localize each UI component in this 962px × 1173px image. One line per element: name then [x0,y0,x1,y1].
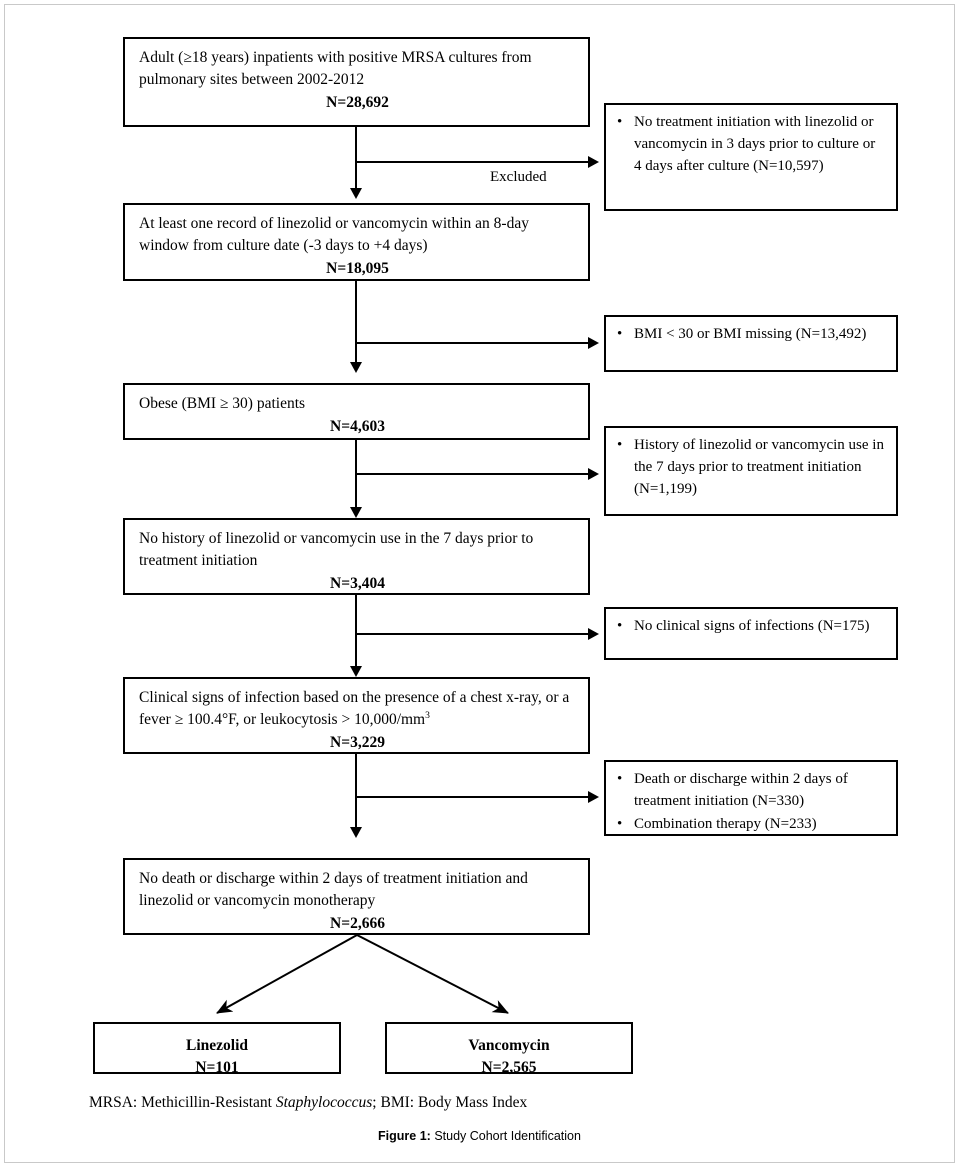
list-item: • Death or discharge within 2 days of tre… [614,769,886,813]
exclusion-item-text: No clinical signs of infections (N=175) [634,618,870,634]
connector-exclusion-1-arrow [588,156,599,168]
connector-step2-step3-line [355,281,357,365]
terminal-vancomycin-count: N=2,565 [481,1059,537,1076]
flow-box-step-4-text: No history of linezolid or vancomycin us… [139,530,534,569]
connector-exclusion-3-line [355,473,589,475]
list-item: • Combination therapy (N=233) [614,814,886,836]
footnote-italic-term: Staphylococcus [275,1094,373,1111]
connector-step1-step2-line [355,127,357,191]
connector-exclusion-4-line [355,633,589,635]
connector-step1-step2-arrow [350,188,362,199]
flow-box-step-3-count: N=4,603 [330,418,385,435]
exclusion-item-text: BMI < 30 or BMI missing (N=13,492) [634,326,867,342]
connector-step5-step6-arrow [350,827,362,838]
bullet-icon: • [617,815,623,832]
list-item: • No clinical signs of infections (N=175) [614,616,886,638]
figure-footnote: MRSA: Methicillin-Resistant Staphylococc… [89,1094,527,1112]
bullet-icon: • [617,326,623,342]
flow-box-step-3-text: Obese (BMI ≥ 30) patients [139,395,306,412]
exclusion-box-3: • History of linezolid or vancomycin use … [604,426,898,516]
footnote-prefix: MRSA: Methicillin-Resistant [89,1094,276,1111]
exclusion-box-1: • No treatment initiation with linezolid … [604,103,898,211]
connector-exclusion-4-arrow [588,628,599,640]
exclusion-item-text: History of linezolid or vancomycin use i… [634,437,884,497]
connector-step4-step5-arrow [350,666,362,677]
flow-box-step-1-text: Adult (≥18 years) inpatients with positi… [139,49,532,88]
figure-caption: Figure 1: Study Cohort Identification [5,1129,954,1143]
branch-line-right [356,934,509,1014]
flow-box-step-6-text: No death or discharge within 2 days of t… [139,870,528,909]
list-item: • No treatment initiation with linezolid … [614,112,886,177]
terminal-box-vancomycin: Vancomycin N=2,565 [385,1022,633,1076]
flow-box-step-1-count: N=28,692 [326,94,389,111]
connector-exclusion-3-arrow [588,468,599,480]
flow-box-step-2-text: At least one record of linezolid or vanc… [139,215,529,254]
exclusion-box-1-list: • No treatment initiation with linezolid … [614,112,886,177]
terminal-linezolid-label: Linezolid [185,1037,248,1054]
connector-step3-step4-line [355,440,357,510]
flow-box-step-5-count: N=3,229 [330,734,385,751]
list-item: • BMI < 30 or BMI missing (N=13,492) [614,324,886,346]
superscript-3: 3 [425,709,430,721]
exclusion-box-2-list: • BMI < 30 or BMI missing (N=13,492) [614,324,886,346]
figure-page: Adult (≥18 years) inpatients with positi… [4,4,955,1163]
exclusion-box-4: • No clinical signs of infections (N=175) [604,607,898,660]
exclusion-box-5-list: • Death or discharge within 2 days of tre… [614,769,886,835]
flow-box-step-5-text-main: Clinical signs of infection based on the… [139,689,570,728]
connector-step3-step4-arrow [350,507,362,518]
connector-exclusion-5-line [355,796,589,798]
flow-box-step-2-count: N=18,095 [326,260,389,277]
flow-box-step-5-text: Clinical signs of infection based on the… [139,687,576,731]
terminal-branch-connectors [216,934,509,1014]
exclusion-box-4-list: • No clinical signs of infections (N=175) [614,616,886,638]
exclusion-box-2: • BMI < 30 or BMI missing (N=13,492) [604,315,898,372]
terminal-linezolid-count: N=101 [195,1059,239,1076]
flow-box-step-3: Obese (BMI ≥ 30) patients N=4,603 [123,383,590,440]
terminal-box-linezolid: Linezolid N=101 [93,1022,341,1076]
connector-exclusion-5-arrow [588,791,599,803]
branch-line-left [216,934,358,1014]
flow-box-step-4-count: N=3,404 [330,575,385,592]
exclusion-item-text: Death or discharge within 2 days of trea… [634,771,848,809]
figure-caption-label: Figure 1: [378,1129,431,1143]
excluded-label: Excluded [490,169,547,185]
terminal-vancomycin-label: Vancomycin [468,1037,550,1054]
exclusion-item-text: Combination therapy (N=233) [634,815,817,832]
exclusion-box-3-list: • History of linezolid or vancomycin use … [614,435,886,500]
connector-step2-step3-arrow [350,362,362,373]
bullet-icon: • [617,114,623,130]
connector-step5-step6-line [355,754,357,830]
footnote-suffix: ; BMI: Body Mass Index [372,1094,528,1111]
bullet-icon: • [617,618,623,634]
flow-box-step-2: At least one record of linezolid or vanc… [123,203,590,281]
connector-step4-step5-line [355,595,357,669]
exclusion-box-5: • Death or discharge within 2 days of tre… [604,760,898,836]
list-item: • History of linezolid or vancomycin use … [614,435,886,500]
figure-caption-text: Study Cohort Identification [430,1129,581,1143]
connector-exclusion-2-arrow [588,337,599,349]
flow-box-step-6: No death or discharge within 2 days of t… [123,858,590,935]
bullet-icon: • [617,771,623,787]
bullet-icon: • [617,437,623,453]
flow-box-step-1: Adult (≥18 years) inpatients with positi… [123,37,590,127]
flow-box-step-4: No history of linezolid or vancomycin us… [123,518,590,595]
exclusion-item-text: No treatment initiation with linezolid o… [634,114,876,174]
connector-exclusion-2-line [355,342,589,344]
connector-exclusion-1-line [355,161,589,163]
flow-box-step-6-count: N=2,666 [330,915,385,932]
flow-box-step-5: Clinical signs of infection based on the… [123,677,590,754]
